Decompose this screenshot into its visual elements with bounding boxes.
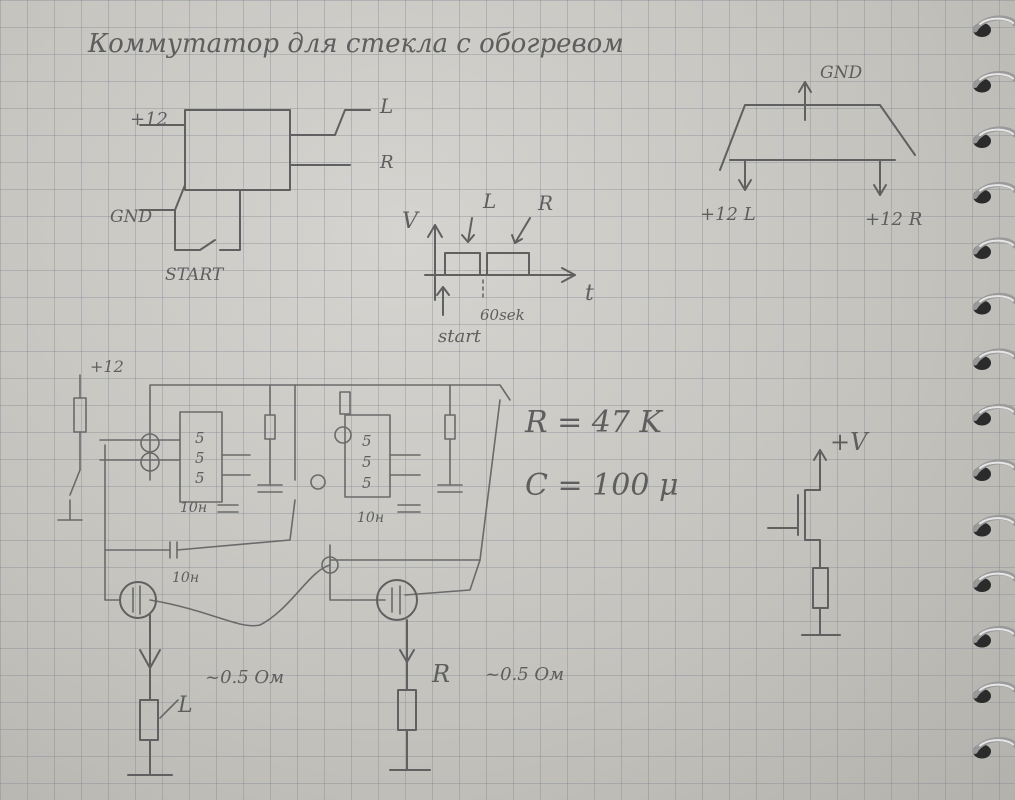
ic-555-2 [344, 414, 391, 498]
start-switch-right [219, 189, 241, 251]
label-res-right: ~0.5 Ом [485, 664, 564, 685]
label-out-l: L [379, 94, 393, 118]
ic2-gate-drive [329, 544, 386, 601]
page-title: Коммутатор для стекла с обогревом [87, 29, 624, 59]
heater-left [139, 699, 159, 741]
gnd-arrow-head [798, 81, 812, 93]
mosfet-detail: +V [767, 428, 870, 636]
left-load-tag [159, 699, 179, 719]
binding-ring-highlight [979, 683, 1014, 691]
pulse-l [444, 252, 481, 276]
power-rail [149, 384, 511, 401]
supply-resistor [73, 397, 87, 433]
arrow-start-head [436, 286, 450, 296]
ic1-timing-resistor [264, 414, 276, 440]
binding-ring-highlight [979, 517, 1014, 525]
ic1-node-2 [140, 452, 160, 472]
arrow-r [514, 217, 531, 244]
label-start: START [165, 265, 225, 285]
t-axis-arrow [561, 267, 576, 283]
detail-channel [804, 489, 821, 541]
label-timing-start: start [438, 326, 482, 347]
left-load-arrow [139, 649, 161, 669]
label-v: V [402, 209, 420, 234]
label-load-left: L [177, 693, 193, 718]
ic2-pin-a: 5 [362, 432, 372, 450]
ic2-loop [404, 399, 501, 596]
binding-ring-highlight [979, 461, 1014, 469]
mosfet-left [119, 581, 157, 619]
left-gate-drive [104, 549, 121, 601]
binding-ring-highlight [979, 128, 1014, 136]
ic2-pin-c: 5 [362, 474, 372, 492]
right-load-arrow [399, 649, 415, 663]
timing-diagram: V t L R 60sek start [402, 189, 594, 347]
label-glass-right: +12 R [865, 209, 922, 230]
label-plus12: +12 [130, 109, 168, 130]
label-supply: +12 [90, 357, 124, 376]
binding-ring-highlight [979, 350, 1014, 358]
label-cap3: 10н [172, 570, 199, 586]
binding-ring-highlight [979, 295, 1014, 303]
start-switch-left [174, 209, 216, 251]
v-axis-arrow [427, 224, 443, 238]
binding-ring-highlight [979, 572, 1014, 580]
left-arrow-head [738, 179, 752, 191]
label-t: t [585, 281, 594, 306]
label-glass-left: +12 L [700, 204, 756, 225]
arrow-l [467, 217, 473, 243]
detail-plus-arrow [813, 449, 827, 461]
label-out-r: R [379, 152, 394, 173]
switch-block [184, 109, 291, 191]
arrow-l-head [461, 234, 475, 243]
ic2-timing-resistor [444, 414, 456, 440]
label-plus-v: +V [830, 428, 870, 456]
binding-ring-highlight [979, 73, 1014, 81]
ic-555-1 [179, 411, 223, 503]
glass-diagram: GND +12 L +12 R [700, 63, 922, 230]
ic2-node [334, 426, 352, 444]
binding-ring-highlight [979, 239, 1014, 247]
wire-out-l [289, 109, 371, 136]
schematic: +12 5 5 5 10н 5 5 5 [57, 357, 678, 776]
label-values-r: R = 47 K [524, 405, 664, 440]
block-diagram: +12 GND START L R [110, 94, 394, 285]
label-load-right: R [431, 660, 450, 688]
label-cap2: 10н [357, 510, 384, 526]
ic1-node-1 [140, 433, 160, 453]
binding-ring-highlight [979, 739, 1014, 747]
label-timing-l: L [482, 189, 496, 213]
label-gnd: GND [110, 207, 152, 227]
label-values-c: C = 100 μ [525, 468, 678, 503]
ic2-bottom-node [321, 556, 339, 574]
spiral-binding [972, 15, 1015, 759]
label-glass-gnd: GND [820, 63, 862, 83]
binding-ring-highlight [979, 17, 1014, 25]
pulse-r [486, 252, 530, 276]
binding-ring-highlight [979, 406, 1014, 414]
binding-ring-highlight [979, 184, 1014, 192]
ic1-pin-a: 5 [195, 429, 205, 447]
interstage-node [310, 474, 326, 490]
start-button [69, 469, 81, 496]
ic1-pin-c: 5 [195, 469, 205, 487]
arrow-r-head [511, 234, 523, 244]
ic2-pullup [339, 391, 351, 415]
label-cap1: 10н [180, 500, 207, 516]
glass-outline [719, 104, 916, 171]
heater-right [397, 689, 417, 731]
detail-resistor [812, 567, 829, 609]
label-duration: 60sek [480, 306, 525, 324]
left-return [149, 564, 331, 627]
ic2-pin-b: 5 [362, 453, 372, 471]
coupling-wire [176, 499, 296, 551]
label-timing-r: R [537, 191, 553, 215]
right-arrow-head [873, 184, 887, 196]
binding-ring-highlight [979, 628, 1014, 636]
ic1-pin-b: 5 [195, 449, 205, 467]
label-res-left: ~0.5 Ом [205, 667, 284, 688]
mosfet-right [376, 579, 418, 621]
